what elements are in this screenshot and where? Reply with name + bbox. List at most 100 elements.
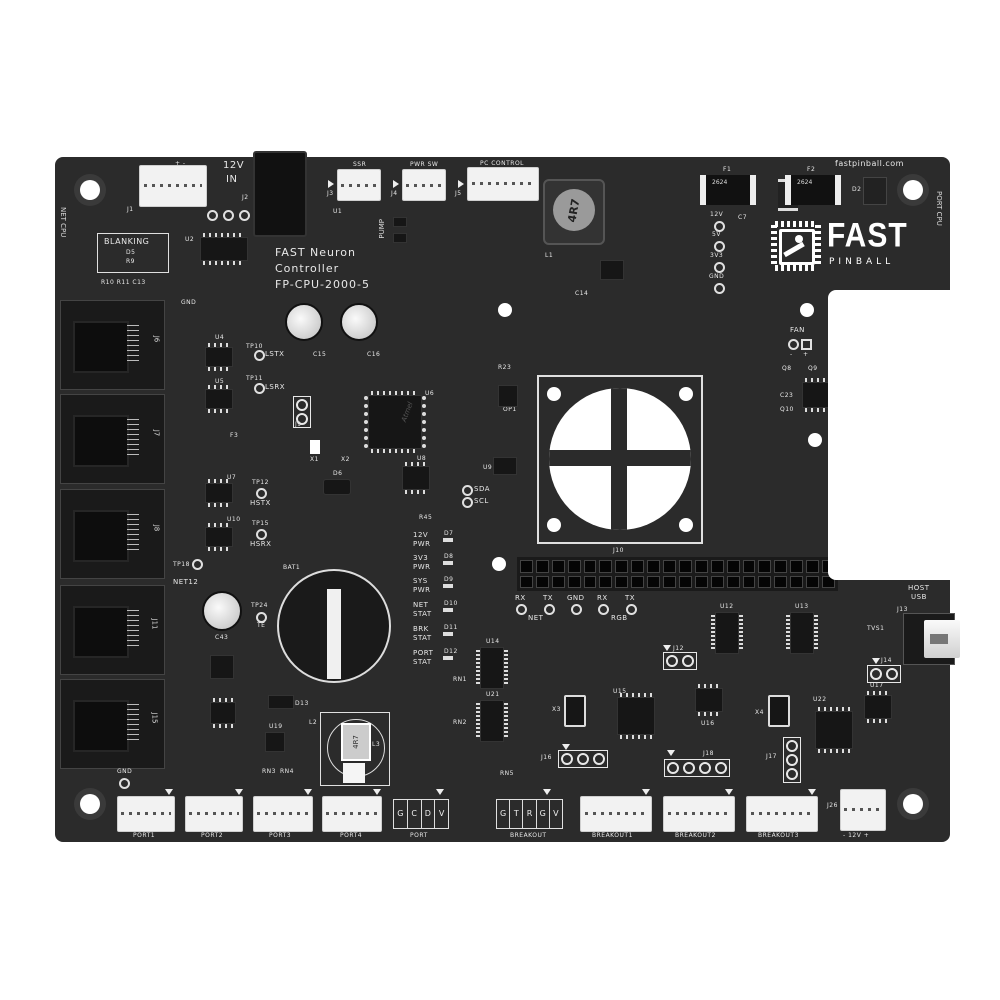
d2-diode bbox=[863, 177, 887, 205]
mounting-hole-bottom-right bbox=[903, 794, 923, 814]
j4-ref: J4 bbox=[391, 190, 398, 197]
u7-ref: U7 bbox=[227, 474, 237, 481]
tp-5v[interactable] bbox=[714, 241, 725, 252]
tp-12v[interactable] bbox=[714, 221, 725, 232]
j12-header[interactable] bbox=[663, 652, 697, 670]
j9-header[interactable] bbox=[293, 396, 311, 428]
u9-regulator bbox=[493, 457, 517, 475]
uart-gnd-pin[interactable] bbox=[571, 604, 582, 615]
status-port-label1: PORT bbox=[413, 649, 434, 657]
pcb-board: NET CPU PORT CPU + - J1 12V IN J2 SSR J3… bbox=[55, 151, 960, 842]
j3-ref: J3 bbox=[327, 190, 334, 197]
breakout-gtrgv-block[interactable]: G T R G V bbox=[496, 799, 563, 829]
uart-net-rx-label: RX bbox=[515, 594, 526, 602]
fast-pinball-logo: FAST PINBALL bbox=[771, 218, 921, 279]
port-pin-d: D bbox=[422, 800, 436, 828]
tp11-pad[interactable] bbox=[254, 383, 265, 394]
j18-header[interactable] bbox=[664, 759, 730, 777]
port2-connector[interactable] bbox=[185, 796, 243, 832]
tp18-pad[interactable] bbox=[192, 559, 203, 570]
rj45-port-j7[interactable]: J7 bbox=[60, 394, 165, 484]
j17-header[interactable] bbox=[783, 737, 801, 783]
12v-out-label: - 12V + bbox=[843, 832, 870, 839]
f2-code: 2624 bbox=[797, 179, 813, 186]
u19-chip bbox=[265, 732, 285, 752]
coin-cell-battery-holder[interactable] bbox=[277, 569, 391, 683]
tp-3v3-label: 3V3 bbox=[710, 252, 724, 259]
uart-net-tx-pin[interactable] bbox=[544, 604, 555, 615]
rj45-port-j6[interactable]: J6 bbox=[60, 300, 165, 390]
u13-chip bbox=[786, 612, 818, 654]
x3-ref: X3 bbox=[552, 706, 561, 713]
ssr-label: SSR bbox=[353, 161, 367, 168]
d10-led bbox=[443, 608, 453, 612]
port-pin-g: G bbox=[394, 800, 408, 828]
fan-pin-minus[interactable] bbox=[788, 339, 799, 350]
dc-barrel-jack-j2[interactable] bbox=[253, 151, 307, 237]
j16-header[interactable] bbox=[558, 750, 608, 768]
breakout3-connector[interactable] bbox=[746, 796, 818, 832]
breakout1-connector[interactable] bbox=[580, 796, 652, 832]
d13-diode bbox=[268, 695, 294, 709]
breakout-pin-v: V bbox=[553, 809, 559, 818]
12v-out-connector-j26[interactable] bbox=[840, 789, 886, 831]
j12-pin1-marker bbox=[663, 645, 671, 651]
port2-label: PORT2 bbox=[201, 832, 224, 839]
uart-net-rx-pin[interactable] bbox=[516, 604, 527, 615]
port4-connector[interactable] bbox=[322, 796, 382, 832]
scl-label: SCL bbox=[474, 497, 489, 505]
tp12-pad[interactable] bbox=[256, 488, 267, 499]
tp15-pad[interactable] bbox=[256, 529, 267, 540]
scl-pad[interactable] bbox=[462, 497, 473, 508]
fan-pin-plus[interactable] bbox=[801, 339, 812, 350]
j10-gpio-header[interactable] bbox=[517, 557, 838, 591]
tp24-pad[interactable] bbox=[256, 612, 267, 623]
gnd-tp-bottom-left[interactable] bbox=[119, 778, 130, 789]
tp-gnd-label: GND bbox=[709, 273, 725, 280]
sda-pad[interactable] bbox=[462, 485, 473, 496]
pc-control-label: PC CONTROL bbox=[480, 160, 525, 167]
uart-rgb-tx-pin[interactable] bbox=[626, 604, 637, 615]
in-label: IN bbox=[226, 174, 238, 185]
d9-led bbox=[443, 584, 453, 588]
lstx-label: LSTX bbox=[265, 350, 285, 358]
breakout2-connector[interactable] bbox=[663, 796, 735, 832]
uart-rgb-rx-pin[interactable] bbox=[598, 604, 609, 615]
port-gcdv-block[interactable]: G C D V bbox=[393, 799, 449, 829]
fan-minus: - bbox=[790, 351, 793, 358]
part-number: FP-CPU-2000-5 bbox=[275, 278, 370, 291]
j3-pin1-marker bbox=[328, 180, 334, 188]
u22-ref: U22 bbox=[813, 696, 827, 703]
pwr-sw-connector-j4[interactable] bbox=[402, 169, 446, 201]
u2-chip bbox=[200, 233, 248, 265]
j16-pin1-marker bbox=[562, 744, 570, 750]
port1-connector[interactable] bbox=[117, 796, 175, 832]
ssr-connector-j3[interactable] bbox=[337, 169, 381, 201]
tp-gnd[interactable] bbox=[714, 283, 725, 294]
brand-pinball: PINBALL bbox=[829, 257, 895, 267]
pc-control-connector-j5[interactable] bbox=[467, 167, 539, 201]
j14-header[interactable] bbox=[867, 665, 901, 683]
usb-host-port-j13[interactable] bbox=[903, 613, 960, 665]
l2-ref: L2 bbox=[309, 719, 318, 726]
rj45-port-j8[interactable]: J8 bbox=[60, 489, 165, 579]
j1-ref: J1 bbox=[127, 206, 134, 213]
j5-pin1-marker bbox=[458, 180, 464, 188]
d8-ref: D8 bbox=[444, 553, 454, 560]
tp10-pad[interactable] bbox=[254, 350, 265, 361]
status-12v-label2: PWR bbox=[413, 540, 431, 548]
tp-3v3[interactable] bbox=[714, 262, 725, 273]
d8-led bbox=[443, 561, 453, 565]
blanking-box: BLANKING D5 R9 bbox=[97, 233, 169, 273]
port1-label: PORT1 bbox=[133, 832, 156, 839]
j8-ref: J8 bbox=[152, 524, 161, 532]
port3-connector[interactable] bbox=[253, 796, 313, 832]
j9-ref: J9 bbox=[295, 421, 302, 428]
q-transistor-1 bbox=[393, 217, 407, 227]
d5-ref: D5 bbox=[126, 249, 136, 256]
l1-value: 4R7 bbox=[565, 197, 583, 223]
rj45-port-j11[interactable]: J11 bbox=[60, 585, 165, 675]
uart-net-tx-label: TX bbox=[543, 594, 554, 602]
rj45-port-j15[interactable]: J15 bbox=[60, 679, 165, 769]
j1-12v-in-connector[interactable] bbox=[139, 165, 207, 207]
